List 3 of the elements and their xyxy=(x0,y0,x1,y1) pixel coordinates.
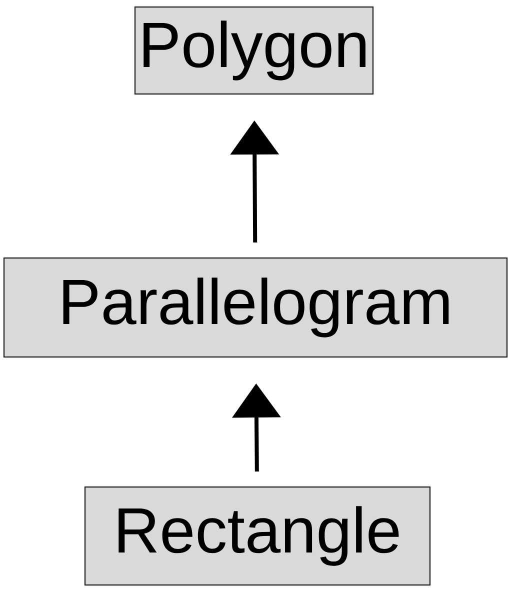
class-box: Polygon xyxy=(134,6,374,94)
class-box: Rectangle xyxy=(84,486,430,586)
class-box: Parallelogram xyxy=(4,258,508,358)
